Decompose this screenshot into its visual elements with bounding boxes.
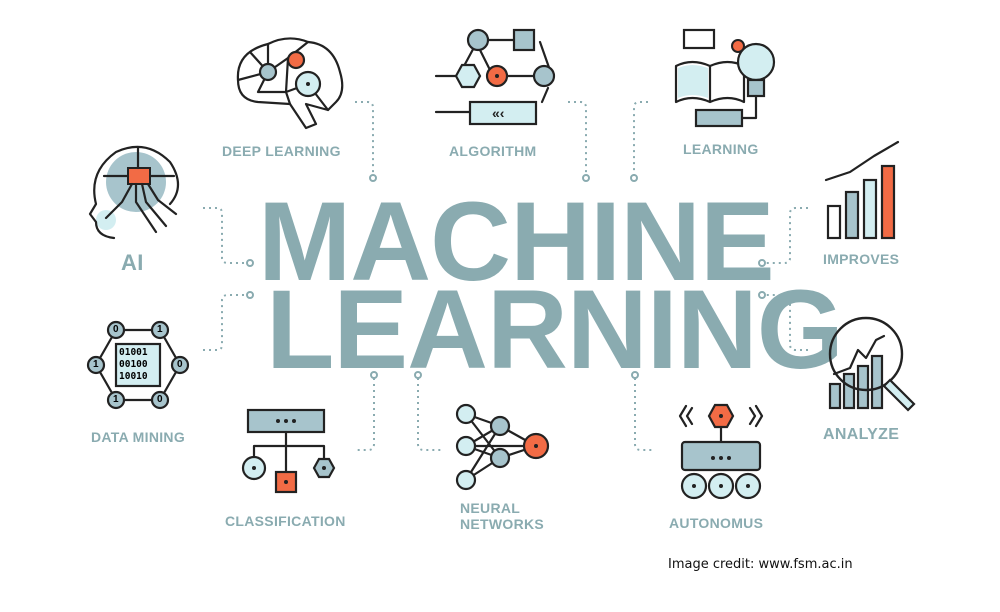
binary-node: 1 — [157, 324, 163, 335]
binary-line: 10010 — [119, 371, 148, 382]
ai-head-chip-icon — [88, 145, 180, 240]
connector-learning — [633, 101, 648, 175]
connector-improves — [765, 207, 808, 264]
connector-analyze — [765, 294, 808, 351]
connector-autonomus — [634, 378, 655, 451]
binary-node: 1 — [93, 359, 99, 370]
label-neural-1: NEURAL — [460, 500, 521, 516]
neural-network-icon — [455, 403, 550, 491]
title-learning: LEARNING — [266, 267, 844, 392]
classification-tree-icon — [241, 408, 336, 494]
label-deep-learning: DEEP LEARNING — [222, 143, 341, 159]
label-autonomus: AUTONOMUS — [669, 515, 764, 531]
brain-network-icon — [236, 37, 344, 130]
binary-node: 1 — [113, 394, 119, 405]
binary-node: 0 — [177, 359, 183, 370]
binary-line: 00100 — [119, 359, 148, 370]
algorithm-flow-icon: «‹ — [434, 28, 556, 126]
title-machine: MACHINE — [258, 179, 775, 304]
connector-ai — [203, 207, 247, 264]
label-algorithm: ALGORITHM — [449, 143, 537, 159]
analyze-magnifier-chart-icon — [828, 316, 916, 412]
improvement-bar-chart-icon — [824, 140, 900, 240]
label-improves: IMPROVES — [823, 251, 900, 267]
connector-deep-learning — [355, 101, 374, 175]
label-analyze: ANALYZE — [823, 426, 900, 443]
label-data-mining: DATA MINING — [91, 429, 186, 445]
binary-line: 01001 — [119, 347, 148, 358]
label-classification: CLASSIFICATION — [225, 513, 346, 529]
binary-node: 0 — [113, 324, 119, 335]
label-neural-2: NETWORKS — [460, 516, 545, 532]
data-mining-icon: 0 1 1 0 1 0 01001 00100 10010 — [86, 318, 190, 412]
binary-node: 0 — [157, 394, 163, 405]
connector-algorithm — [568, 101, 587, 175]
label-ai: AI — [121, 250, 144, 275]
image-credit: Image credit: www.fsm.ac.in — [668, 557, 853, 572]
label-learning: LEARNING — [683, 141, 759, 157]
connector-neural — [417, 378, 442, 451]
svg-text:«‹: «‹ — [492, 105, 505, 121]
connector-classification — [355, 378, 375, 451]
autonomous-robot-icon — [678, 403, 764, 500]
book-lightbulb-icon — [674, 28, 776, 128]
connector-data-mining — [203, 294, 247, 351]
